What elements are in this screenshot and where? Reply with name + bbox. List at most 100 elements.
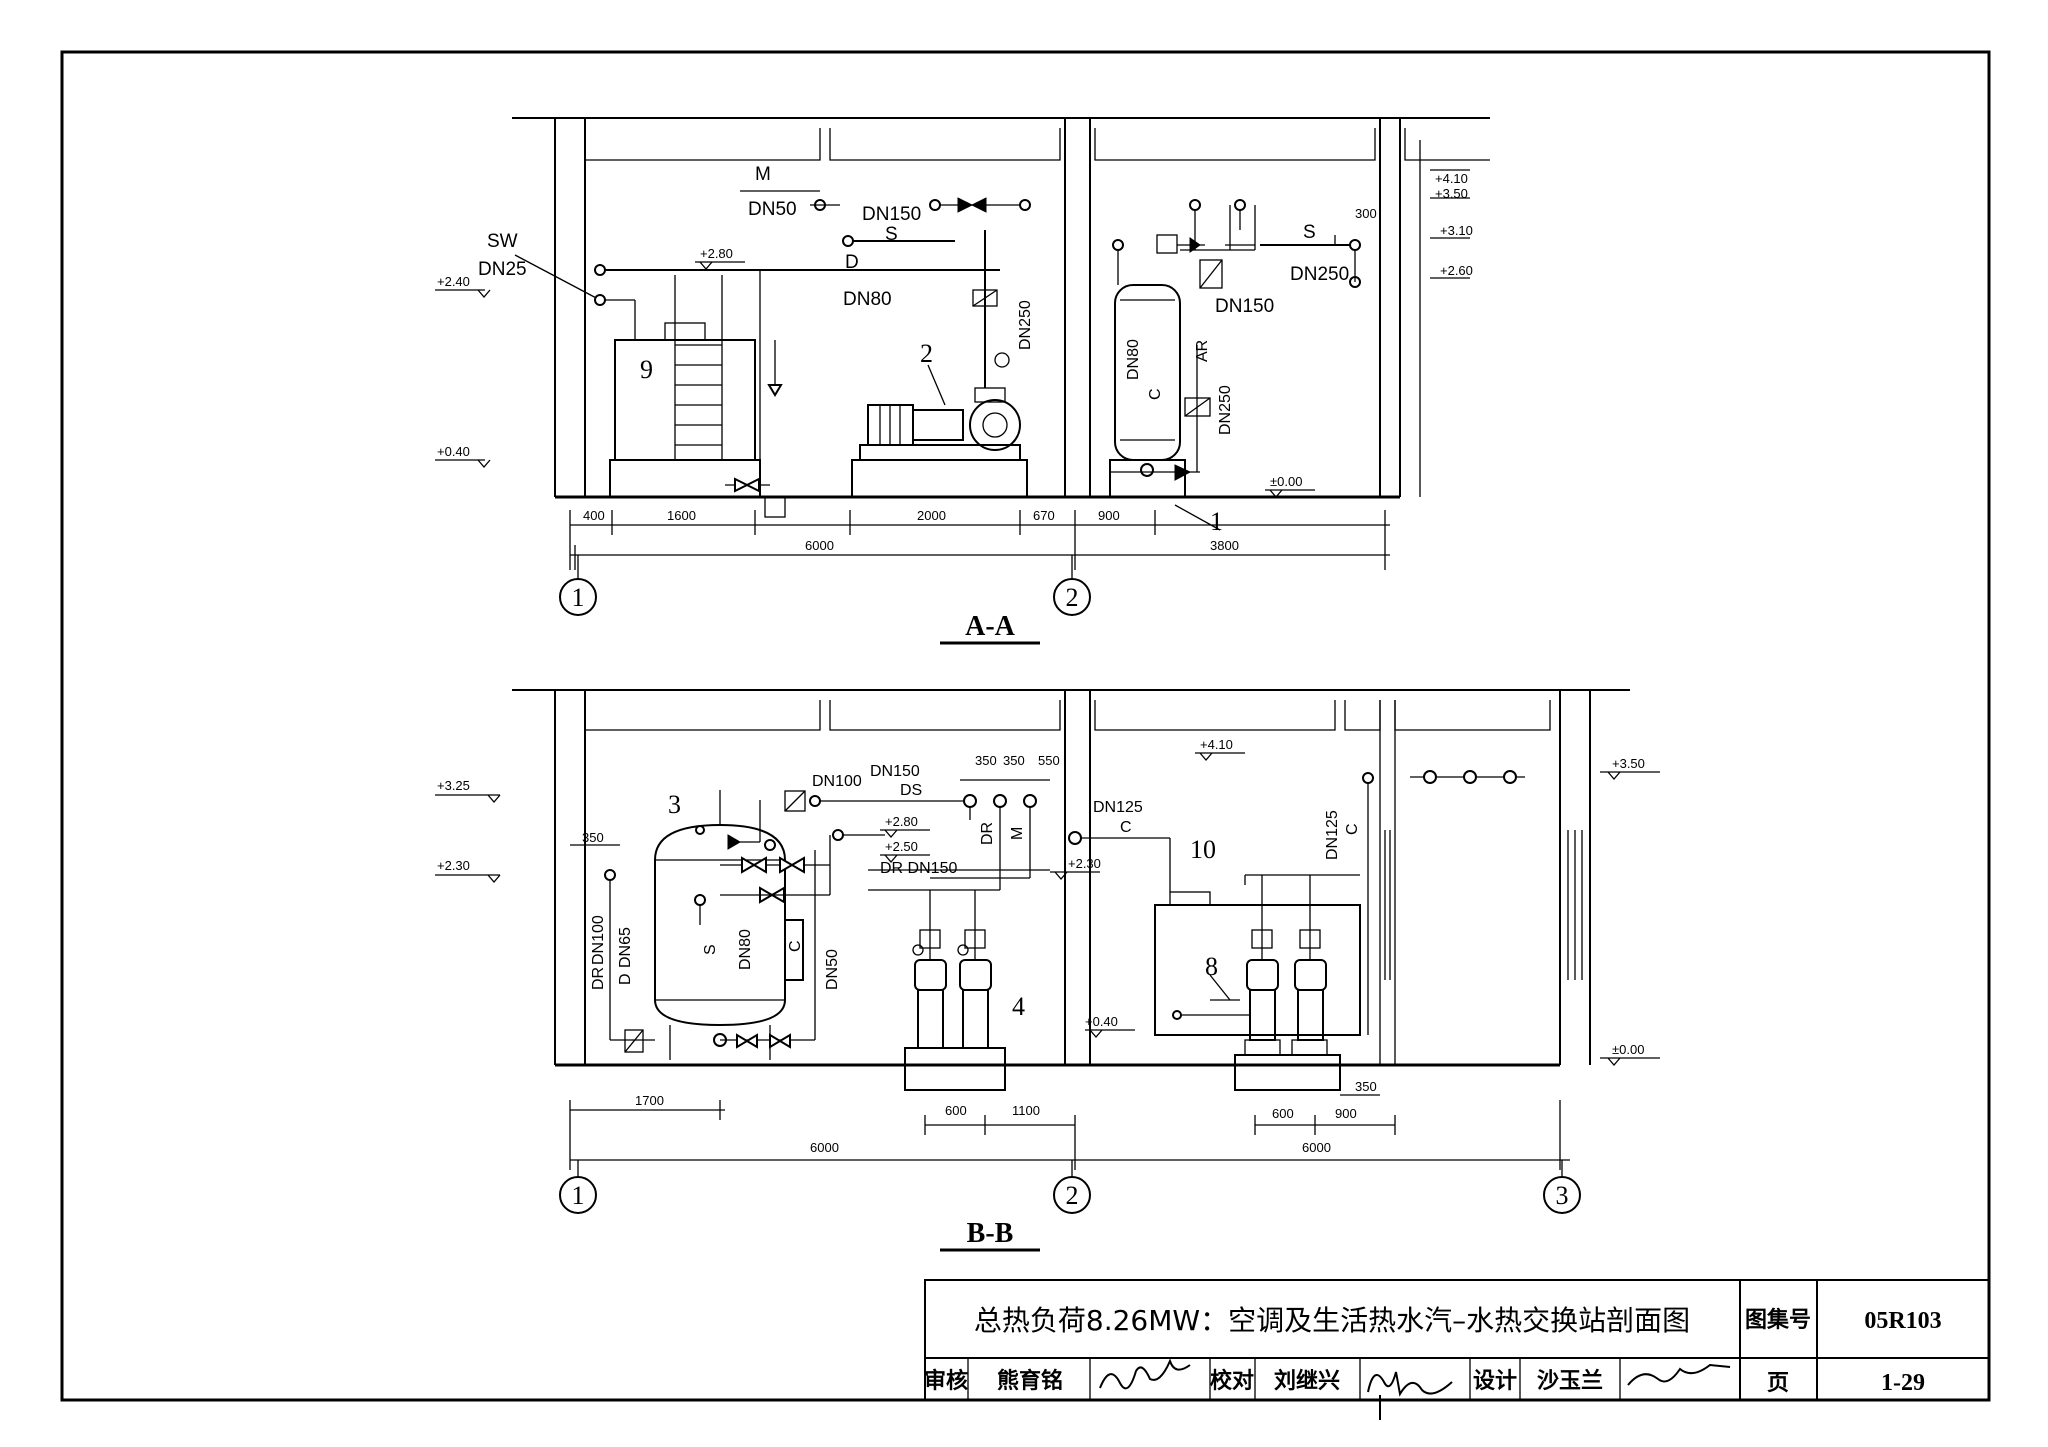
bb-axis-2: 2	[1066, 1181, 1079, 1210]
bb-dim-350-left: 350	[582, 830, 604, 845]
bb-label-dn125: DN125	[1093, 799, 1143, 816]
aa-label-dn150-right: DN150	[1215, 296, 1274, 317]
bb-elev-280: +2.80	[885, 814, 918, 829]
aa-label-c-vertical: C	[1147, 388, 1164, 400]
pump-group-4	[904, 920, 1006, 1091]
bb-labels: DN100 DN150 DS DR M DR DN150 DN125 C DN1…	[437, 737, 1645, 1249]
section-bb	[435, 689, 1660, 1252]
bb-dim-600-b: 600	[1272, 1106, 1294, 1121]
bb-elev-230-mid: +2.30	[1068, 856, 1101, 871]
aa-label-dn25: DN25	[478, 259, 527, 280]
aa-dim-1600: 1600	[667, 508, 696, 523]
bb-dim-350-b: 350	[1003, 753, 1025, 768]
bb-dim-1700: 1700	[635, 1093, 664, 1108]
bb-axis-1: 1	[572, 1181, 585, 1210]
aa-elev-260: +2.60	[1440, 263, 1473, 278]
aa-dim-3800: 3800	[1210, 538, 1239, 553]
reviewer-name: 熊育铭	[997, 1368, 1063, 1394]
checker-name: 刘继兴	[1274, 1368, 1340, 1394]
bb-elev-250: +2.50	[885, 839, 918, 854]
aa-elev-240: +2.40	[437, 274, 470, 289]
check-label: 校对	[1210, 1368, 1254, 1394]
aa-dim-6000: 6000	[805, 538, 834, 553]
bb-equipment-3: 3	[668, 790, 681, 819]
bb-label-dn150-top: DN150	[870, 763, 920, 780]
aa-dim-900: 900	[1098, 508, 1120, 523]
bb-label-dn80-vertical: DN80	[737, 929, 754, 970]
drawing-title: 总热负荷8.26MW：空调及生活热水汽–水热交换站剖面图	[974, 1304, 1690, 1337]
aa-label-dn150: DN150	[862, 204, 921, 225]
bb-label-dr-left-vertical: DR	[590, 967, 607, 990]
bb-dim-350-a: 350	[975, 753, 997, 768]
aa-label-ar-vertical: AR	[1194, 340, 1211, 362]
section-aa	[435, 117, 1490, 645]
tank-10	[1068, 772, 1374, 1036]
bb-equipment-4: 4	[1012, 992, 1025, 1021]
title-block: 总热负荷8.26MW：空调及生活热水汽–水热交换站剖面图 图集号 05R103 …	[924, 1279, 1990, 1420]
dimension-lines-bb	[569, 844, 1570, 1170]
aa-label-m: M	[755, 164, 771, 185]
pump-2	[851, 230, 1028, 498]
aa-label-dn80: DN80	[843, 289, 892, 310]
bb-label-c: C	[1120, 819, 1132, 836]
bb-equipment-8: 8	[1205, 952, 1218, 981]
aa-label-dn80-vertical: DN80	[1125, 339, 1142, 380]
aa-elev-040: +0.40	[437, 444, 470, 459]
aa-label-s: S	[885, 224, 898, 245]
aa-dim-400: 400	[583, 508, 605, 523]
bb-label-d-left-vertical: D	[617, 973, 634, 985]
axis-3-marker-bb	[1543, 1176, 1581, 1214]
sheet-border	[60, 50, 1991, 1402]
aa-elev-000: ±0.00	[1270, 474, 1302, 489]
bb-label-c-tank-vertical: C	[787, 940, 804, 952]
elevation-markers-bb	[435, 752, 1660, 1066]
aa-label-d: D	[845, 252, 859, 273]
aa-label-dn50: DN50	[748, 199, 797, 220]
bb-dim-1100: 1100	[1012, 1103, 1040, 1118]
bb-label-dn50-vertical: DN50	[824, 949, 841, 990]
pump-group-8	[1209, 929, 1341, 1091]
aa-equipment-9: 9	[640, 355, 653, 384]
dimension-lines-aa	[569, 504, 1390, 570]
bb-label-dn100-top: DN100	[812, 773, 862, 790]
designer-signature	[1627, 1363, 1731, 1386]
aa-equipment-1: 1	[1210, 507, 1223, 536]
axis-2-marker-bb	[1053, 1176, 1091, 1214]
review-label: 审核	[924, 1368, 968, 1394]
bb-elev-410: +4.10	[1200, 737, 1233, 752]
atlas-number-label: 图集号	[1745, 1307, 1811, 1333]
aa-equipment-2: 2	[920, 339, 933, 368]
bb-label-dn125-vertical: DN125	[1324, 810, 1341, 860]
bb-elev-230-left: +2.30	[437, 858, 470, 873]
aa-dim-2000: 2000	[917, 508, 946, 523]
aa-elev-280: +2.80	[700, 246, 733, 261]
aa-labels: M DN50 DN150 S D DN80 SW DN25 DN250 S DN…	[437, 164, 1473, 642]
axis-1-marker-aa	[559, 578, 597, 616]
bb-dim-600-a: 600	[945, 1103, 967, 1118]
bb-elev-000: ±0.00	[1612, 1042, 1644, 1057]
axis-2-marker-aa	[1053, 578, 1091, 616]
bb-label-ds: DS	[900, 782, 922, 799]
elevation-markers-aa	[435, 169, 1470, 498]
aa-label-sw: SW	[487, 231, 518, 252]
bb-label-c-vertical: C	[1344, 823, 1361, 835]
bb-elev-325: +3.25	[437, 778, 470, 793]
bb-dim-900: 900	[1335, 1106, 1357, 1121]
reviewer-signature	[1099, 1358, 1191, 1390]
page-label: 页	[1767, 1371, 1789, 1396]
aa-axis-1: 1	[572, 583, 585, 612]
atlas-number: 05R103	[1864, 1308, 1941, 1334]
bb-label-dn65-vertical: DN65	[617, 927, 634, 968]
bb-equipment-10: 10	[1190, 835, 1216, 864]
aa-section-title: A-A	[965, 611, 1016, 642]
bb-elev-040: +0.40	[1085, 1014, 1118, 1029]
aa-label-dn250-lower-vertical: DN250	[1217, 385, 1234, 435]
heat-exchanger-1	[1089, 199, 1361, 498]
aa-elev-410: +4.10	[1435, 171, 1468, 186]
aa-label-s-right: S	[1303, 222, 1316, 243]
aa-elev-350: +3.50	[1435, 186, 1468, 201]
aa-elev-310: +3.10	[1440, 223, 1473, 238]
aa-dim-670: 670	[1033, 508, 1055, 523]
checker-signature	[1367, 1371, 1453, 1397]
